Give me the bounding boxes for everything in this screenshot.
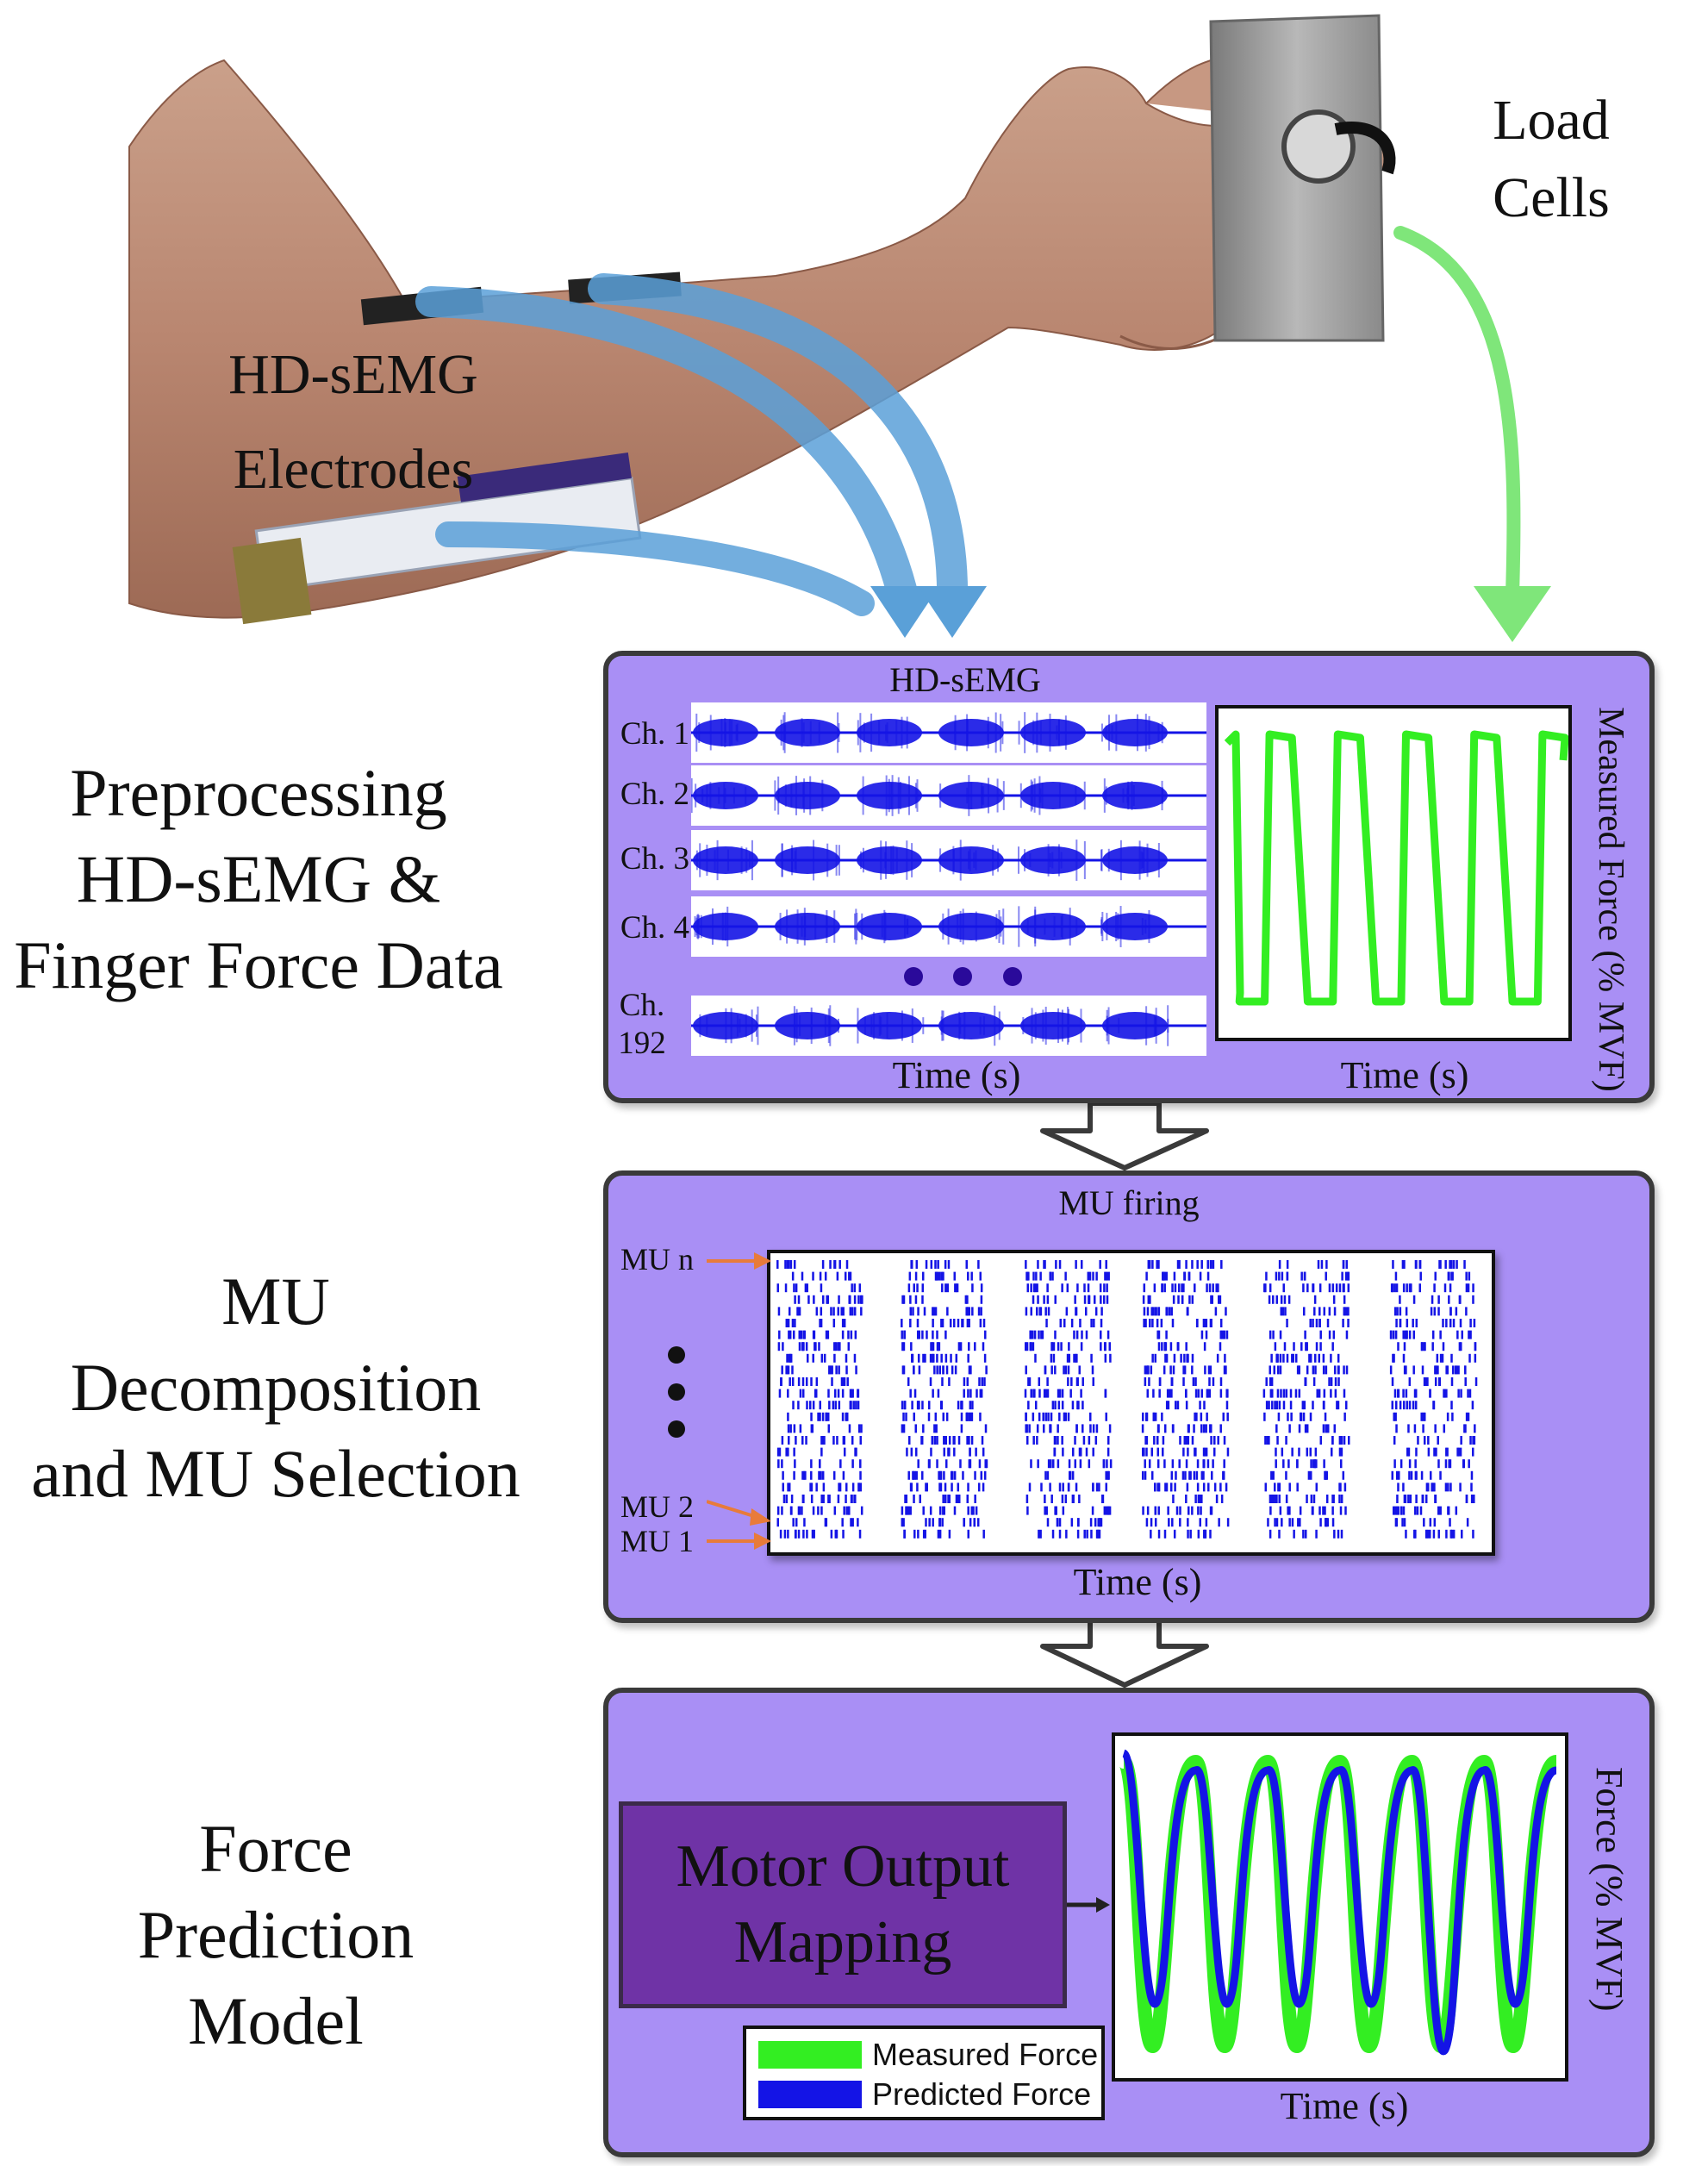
legend-label-measured: Measured Force [872,2037,1099,2072]
emg-burst [1102,846,1168,874]
ellipsis-dot [904,967,923,986]
emg-burst [1020,782,1086,809]
emg-burst [775,1012,840,1039]
emg-burst [857,1012,922,1039]
mu-xlabel: Time (s) [1073,1561,1202,1603]
emg-burst [938,719,1004,746]
prediction-ylabel: Force (% MVF) [1588,1767,1630,2012]
force-prediction-plot [1112,1732,1568,2082]
mu-vertical-ellipsis [668,1346,685,1438]
emg-burst [938,1012,1004,1039]
emg-burst [1102,913,1168,940]
stage-label-preprocessing: Preprocessing HD-sEMG & Finger Force Dat… [0,750,517,1008]
mapping-to-plot-arrow [1067,1897,1110,1913]
channel-label-192: Ch. 192 [603,987,681,1063]
ellipsis-dot [1003,967,1022,986]
mapping-line-2: Mapping [733,1909,952,1976]
legend-label-predicted: Predicted Force [872,2076,1092,2112]
load-cells-label-line2: Cells [1493,166,1610,229]
emg-burst [1020,719,1086,746]
mu-raster-chart [776,1260,1478,1539]
load-cells-label: Load Cells [1456,82,1646,237]
emg-burst [775,782,840,809]
measured-force-chart [1224,730,1569,1006]
emg-burst [775,719,840,746]
emg-xlabel: Time (s) [892,1054,1021,1096]
force-xlabel: Time (s) [1340,1054,1469,1096]
channel-label-4: Ch. 4 [620,910,689,946]
stage-2-line-3: and MU Selection [31,1436,521,1511]
emg-burst [775,846,840,874]
emg-burst [775,913,840,940]
measured-force-series [1117,1754,1560,2054]
emg-burst [938,846,1004,874]
emg-burst [938,913,1004,940]
predicted-force-series [1120,1749,1558,2055]
stage-1-line-2: HD-sEMG & [76,841,441,916]
measured-force-line [1224,730,1569,1006]
mu-1-label: MU 1 [620,1524,695,1558]
emg-burst [1102,719,1168,746]
force-prediction-chart [1117,1749,1560,2055]
mu-panel-title: MU firing [1058,1183,1200,1222]
mu-n-label: MU n [620,1242,695,1277]
load-signal-arrow [1393,226,1551,642]
mu-2-label: MU 2 [620,1489,695,1524]
legend-swatch-measured [758,2041,862,2069]
mapping-line-1: Motor Output [676,1833,1010,1900]
flow-arrow-2 [1040,1618,1209,1688]
stage-3-line-1: Force [199,1811,352,1886]
stage-3-line-3: Model [188,1983,364,2058]
stage-2-line-2: Decomposition [70,1350,482,1425]
stage-label-prediction: Force Prediction Model [0,1806,552,2064]
channel-label-2: Ch. 2 [620,777,689,812]
emg-panel-title: HD-sEMG [889,660,1041,699]
channel-ellipsis [901,964,1030,989]
stage-1-line-3: Finger Force Data [14,927,503,1002]
flow-arrow-1 [1040,1101,1209,1170]
emg-burst [857,719,922,746]
electrodes-label: HD-sEMG Electrodes [198,328,508,517]
channel-label-192-line1: Ch. [619,988,665,1023]
stage-label-decomposition: MU Decomposition and MU Selection [0,1258,552,1517]
force-legend: Measured Force Predicted Force [743,2026,1105,2120]
emg-burst [1020,1012,1086,1039]
mu-raster-plot [767,1250,1495,1556]
electrodes-label-line1: HD-sEMG [228,343,478,406]
electrode-signal-arrows [415,273,987,638]
load-cells-label-line1: Load [1493,89,1610,152]
electrodes-label-line2: Electrodes [233,438,474,501]
channel-label-192-line2: 192 [618,1026,666,1061]
mu-pointer-arrows [707,1252,771,1550]
measured-force-ylabel: Measured Force (% MVF) [1591,707,1630,1092]
channel-label-1: Ch. 1 [620,716,689,752]
stage-1-line-1: Preprocessing [70,755,447,830]
stage-3-line-2: Prediction [137,1897,415,1972]
prediction-xlabel: Time (s) [1280,2085,1409,2127]
emg-burst [857,913,922,940]
emg-burst [693,846,758,874]
ellipsis-dot [953,967,972,986]
load-cell-plate [1209,14,1396,342]
legend-item-predicted: Predicted Force [758,2076,1092,2112]
channel-label-3: Ch. 3 [620,841,689,877]
legend-item-measured: Measured Force [758,2037,1099,2072]
measured-force-plot [1215,705,1572,1041]
legend-swatch-predicted [758,2081,862,2108]
emg-signals [691,712,1206,1046]
emg-burst [1102,782,1168,809]
motor-output-mapping-block: Motor Output Mapping [619,1801,1067,2008]
stage-2-line-1: MU [221,1264,330,1339]
emg-burst [1102,1012,1168,1039]
emg-burst [857,846,922,874]
